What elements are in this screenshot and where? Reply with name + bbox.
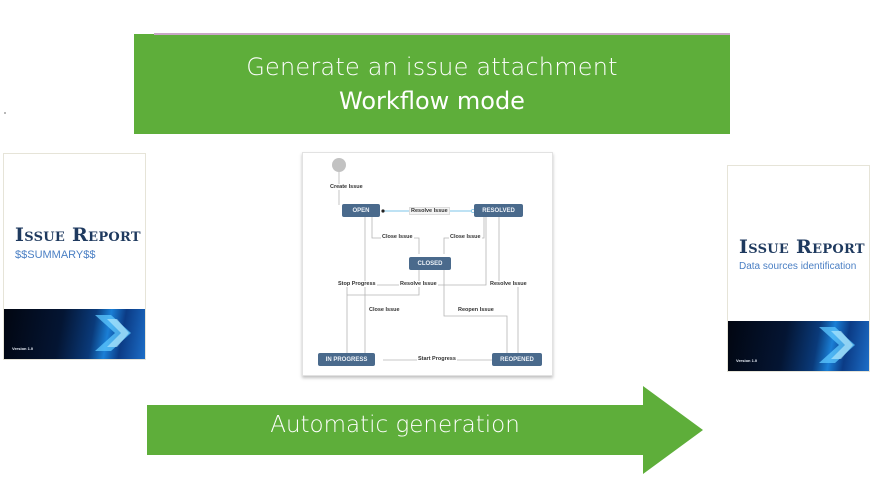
state-open[interactable]: OPEN xyxy=(342,204,380,217)
transition-resolve-inprogress: Resolve Issue xyxy=(399,281,438,287)
chevron-graphic-icon xyxy=(95,315,131,351)
state-closed[interactable]: CLOSED xyxy=(409,257,451,270)
state-resolved[interactable]: RESOLVED xyxy=(474,204,523,217)
report-cover-band: Version 1.0 xyxy=(4,309,145,359)
banner-subtitle: Workflow mode xyxy=(339,87,525,115)
arrow-label: Automatic generation xyxy=(270,412,520,438)
title-banner: Generate an issue attachment Workflow mo… xyxy=(134,33,730,134)
template-report-thumbnail: Issue Report $$SUMMARY$$ Version 1.0 xyxy=(3,153,146,360)
generated-report-thumbnail: Issue Report Data sources identification… xyxy=(727,165,870,372)
chevron-graphic-icon xyxy=(819,327,855,363)
start-node xyxy=(332,158,346,172)
transition-close-inprogress: Close Issue xyxy=(368,307,401,313)
stray-dot xyxy=(4,112,6,114)
transition-create-issue: Create Issue xyxy=(329,184,364,190)
transition-stop-progress: Stop Progress xyxy=(337,281,377,287)
banner-title: Generate an issue attachment xyxy=(246,53,618,81)
transition-start-progress: Start Progress xyxy=(417,356,457,362)
transition-resolve-reopened: Resolve Issue xyxy=(489,281,528,287)
transition-resolve-open: Resolve Issue xyxy=(409,207,450,215)
banner-edge xyxy=(154,33,730,35)
report-version: Version 1.0 xyxy=(12,346,34,351)
state-in-progress[interactable]: IN PROGRESS xyxy=(318,353,375,366)
report-subtitle: Data sources identification xyxy=(739,261,857,272)
transition-reopen: Reopen Issue xyxy=(457,307,495,313)
transition-close-open: Close Issue xyxy=(381,234,414,240)
arrow-right-icon xyxy=(147,386,703,474)
report-cover-band: Version 1.0 xyxy=(728,321,869,371)
transition-close-resolved: Close Issue xyxy=(449,234,482,240)
report-version: Version 1.0 xyxy=(736,358,758,363)
workflow-diagram: OPEN RESOLVED CLOSED IN PROGRESS REOPENE… xyxy=(302,152,553,376)
report-title: Issue Report xyxy=(739,236,865,258)
state-reopened[interactable]: REOPENED xyxy=(492,353,542,366)
report-subtitle: $$SUMMARY$$ xyxy=(15,249,96,261)
report-title: Issue Report xyxy=(15,224,141,246)
automatic-generation-arrow: Automatic generation xyxy=(147,386,704,475)
